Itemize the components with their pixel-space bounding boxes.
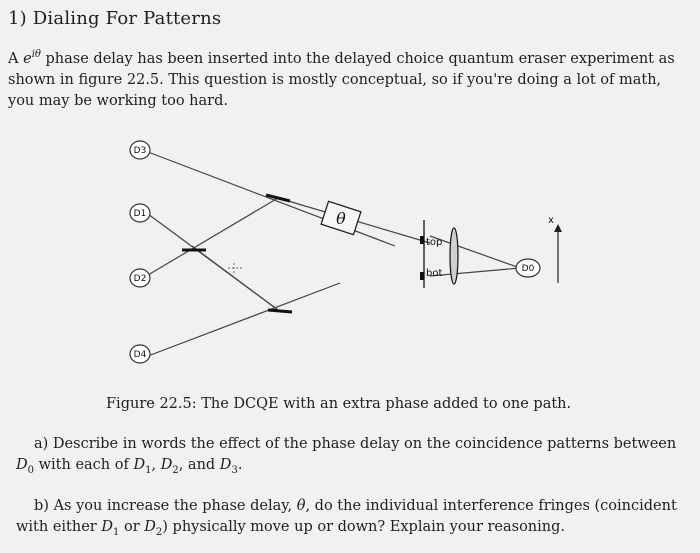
beam-to-d0-bottom [429,267,521,277]
problem-title: 1) Dialing For Patterns [8,8,222,29]
x-axis-arrowhead [554,224,562,232]
lens [449,227,459,285]
phase-label: θ [336,209,346,228]
detector-d3: D3 [129,140,151,160]
detector-d0: D0 [515,258,541,278]
svg-text:D1: D1 [134,209,147,219]
beam-d3 [147,151,396,247]
problem-intro: A eiθ phase delay has been inserted into… [8,49,675,109]
figure-caption: Figure 22.5: The DCQE with an extra phas… [106,396,572,412]
detector-d1: D1 [129,203,151,223]
question-b: b) As you increase the phase delay, θ, d… [16,498,677,538]
x-axis-label: x [548,215,554,226]
screen-marker-bottom [420,272,424,280]
screen-bottom-label: bot [426,268,442,279]
beam-to-d0-top [429,235,521,269]
svg-text:D2: D2 [134,274,147,284]
svg-text:D4: D4 [134,350,147,360]
detector-d2: D2 [129,268,151,288]
screen-marker-top [420,236,424,244]
beam-d4 [147,282,341,357]
beam-lower-cross [191,245,279,311]
detector-d4: D4 [129,344,151,364]
beam-splitter-bottom [267,308,293,314]
screen-top-label: top [426,237,442,248]
beam-splitter-top [265,193,291,203]
phase-box [320,200,362,236]
dcqe-figure: θ top bot D3 D1 D2 D4 D0 x [129,140,562,364]
beam-d2 [147,197,279,276]
svg-text:D0: D0 [522,264,535,274]
svg-text:D3: D3 [134,146,147,156]
question-a: a) Describe in words the effect of the p… [16,436,677,476]
